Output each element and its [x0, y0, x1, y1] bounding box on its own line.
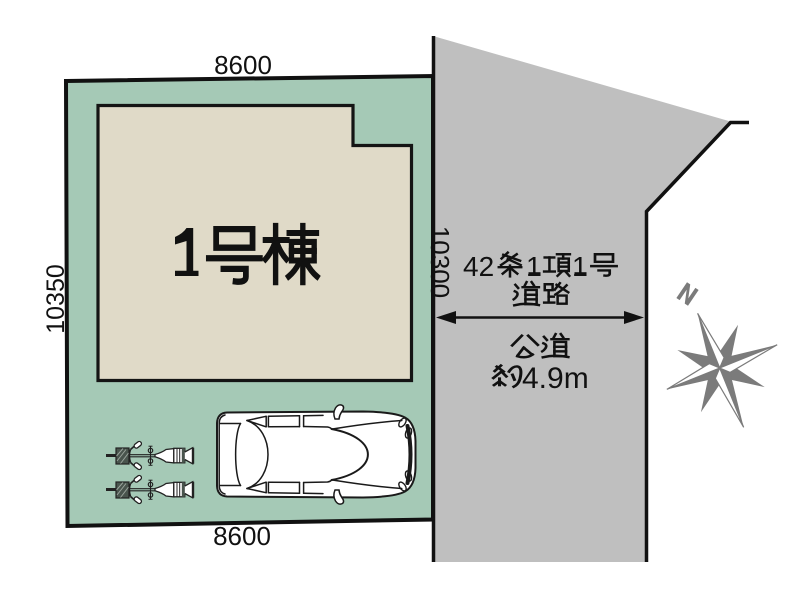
svg-text:10300: 10300	[425, 226, 455, 298]
svg-text:42: 42	[463, 251, 494, 282]
svg-text:10350: 10350	[42, 264, 70, 334]
svg-text:8600: 8600	[213, 521, 271, 551]
svg-text:1: 1	[572, 251, 588, 282]
svg-text:8600: 8600	[214, 50, 272, 80]
svg-text:4.9m: 4.9m	[522, 362, 589, 395]
svg-text:1: 1	[526, 251, 542, 282]
